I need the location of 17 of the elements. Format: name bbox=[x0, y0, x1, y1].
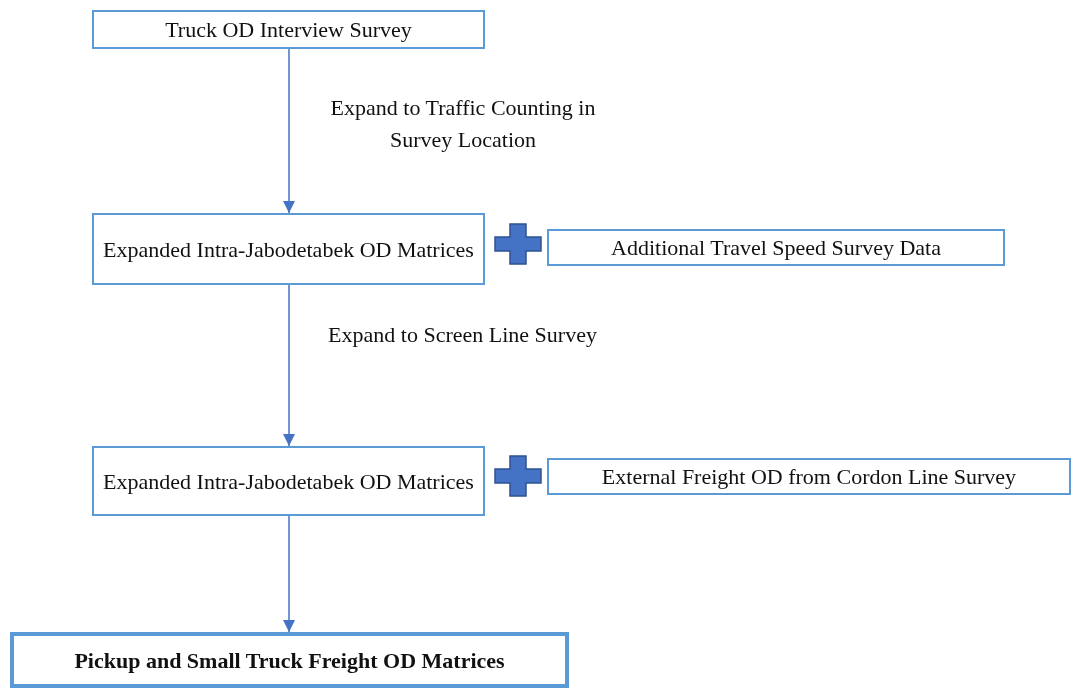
process-box bbox=[92, 10, 485, 49]
box-text: Expanded Intra-Jabodetabek OD Matrices bbox=[103, 467, 474, 496]
edge-label: Expand to Screen Line Survey bbox=[327, 321, 598, 349]
process-box bbox=[92, 446, 485, 516]
process-box bbox=[547, 458, 1071, 495]
process-box bbox=[92, 213, 485, 285]
process-box bbox=[547, 229, 1005, 266]
box-text: Pickup and Small Truck Freight OD Matrices bbox=[74, 646, 505, 675]
arrow bbox=[283, 284, 295, 447]
arrow bbox=[283, 48, 295, 214]
edge-label: Expand to Traffic Counting in Survey Location bbox=[329, 94, 597, 154]
box-text: Additional Travel Speed Survey Data bbox=[611, 234, 941, 262]
box-text: External Freight OD from Cordon Line Survey bbox=[601, 463, 1017, 491]
arrow bbox=[283, 515, 295, 633]
process-box bbox=[10, 632, 569, 688]
box-text: Expanded Intra-Jabodetabek OD Matrices bbox=[103, 235, 474, 264]
box-text: Truck OD Interview Survey bbox=[165, 16, 412, 44]
